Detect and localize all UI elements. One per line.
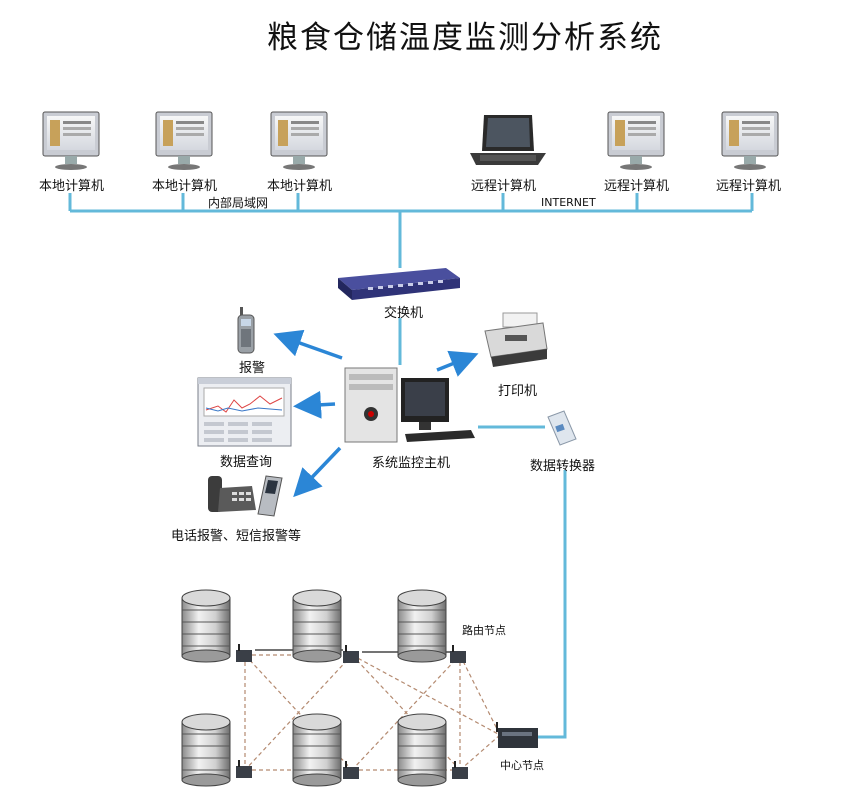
grain-silo-icon [397, 589, 447, 663]
arrow-to-alarm [273, 329, 343, 360]
arrows [273, 329, 479, 498]
router-node-icon [450, 645, 466, 663]
local-computer-label: 本地计算机 [152, 179, 218, 194]
router-node-icon [452, 761, 468, 779]
arrow-to-data-query [293, 390, 336, 419]
computer-monitor-icon [607, 111, 665, 170]
router-node-icon [236, 644, 252, 662]
grain-silo-icon [181, 589, 231, 663]
laptop-icon [470, 115, 546, 165]
route-node-label: 路由节点 [462, 624, 506, 637]
alarm-phone-icon [237, 307, 255, 354]
mobile-phone-icon [257, 475, 283, 517]
remote-computer-label: 远程计算机 [716, 179, 782, 194]
local-computer-label: 本地计算机 [39, 179, 105, 194]
remote-computer-label: 远程计算机 [471, 179, 537, 194]
data-query-window-icon [197, 377, 292, 447]
switch-icon [338, 268, 460, 300]
data-converter-icon [547, 410, 577, 446]
router-node-icon [343, 761, 359, 779]
grain-silo-icon [181, 713, 231, 787]
computer-monitor-icon [42, 111, 100, 170]
phone-sms-alarm-label: 电话报警、短信报警等 [171, 529, 302, 544]
alarm-label: 报警 [239, 361, 266, 376]
converter-label: 数据转换器 [530, 459, 596, 474]
lan-label: 内部局域网 [208, 196, 269, 210]
converter-to-center [525, 470, 567, 739]
mesh-links [244, 654, 501, 771]
switch-label: 交换机 [384, 306, 424, 321]
data-query-label: 数据查询 [220, 455, 273, 470]
computer-monitor-icon [721, 111, 779, 170]
router-node-icon [236, 760, 252, 778]
internet-label: INTERNET [541, 196, 596, 209]
host-label: 系统监控主机 [372, 456, 451, 471]
grain-silo-icon [292, 713, 342, 787]
router-node-icon [343, 645, 359, 663]
computer-monitor-icon [270, 111, 328, 170]
center-node-label: 中心节点 [500, 759, 544, 772]
page-title: 粮食仓储温度监测分析系统 [267, 20, 663, 56]
host-computer-icon [344, 367, 475, 443]
arrow-to-printer [436, 350, 479, 377]
printer-icon [484, 312, 548, 367]
network-bus [68, 193, 754, 739]
arrow-to-phone-sms [293, 446, 342, 498]
remote-computer-label: 远程计算机 [604, 179, 670, 194]
grain-silo-icon [292, 589, 342, 663]
grain-silo-icon [397, 713, 447, 787]
desk-phone-icon [208, 476, 256, 512]
center-node-icon [496, 722, 538, 748]
computer-monitor-icon [155, 111, 213, 170]
printer-label: 打印机 [498, 384, 538, 399]
local-computer-label: 本地计算机 [267, 179, 333, 194]
